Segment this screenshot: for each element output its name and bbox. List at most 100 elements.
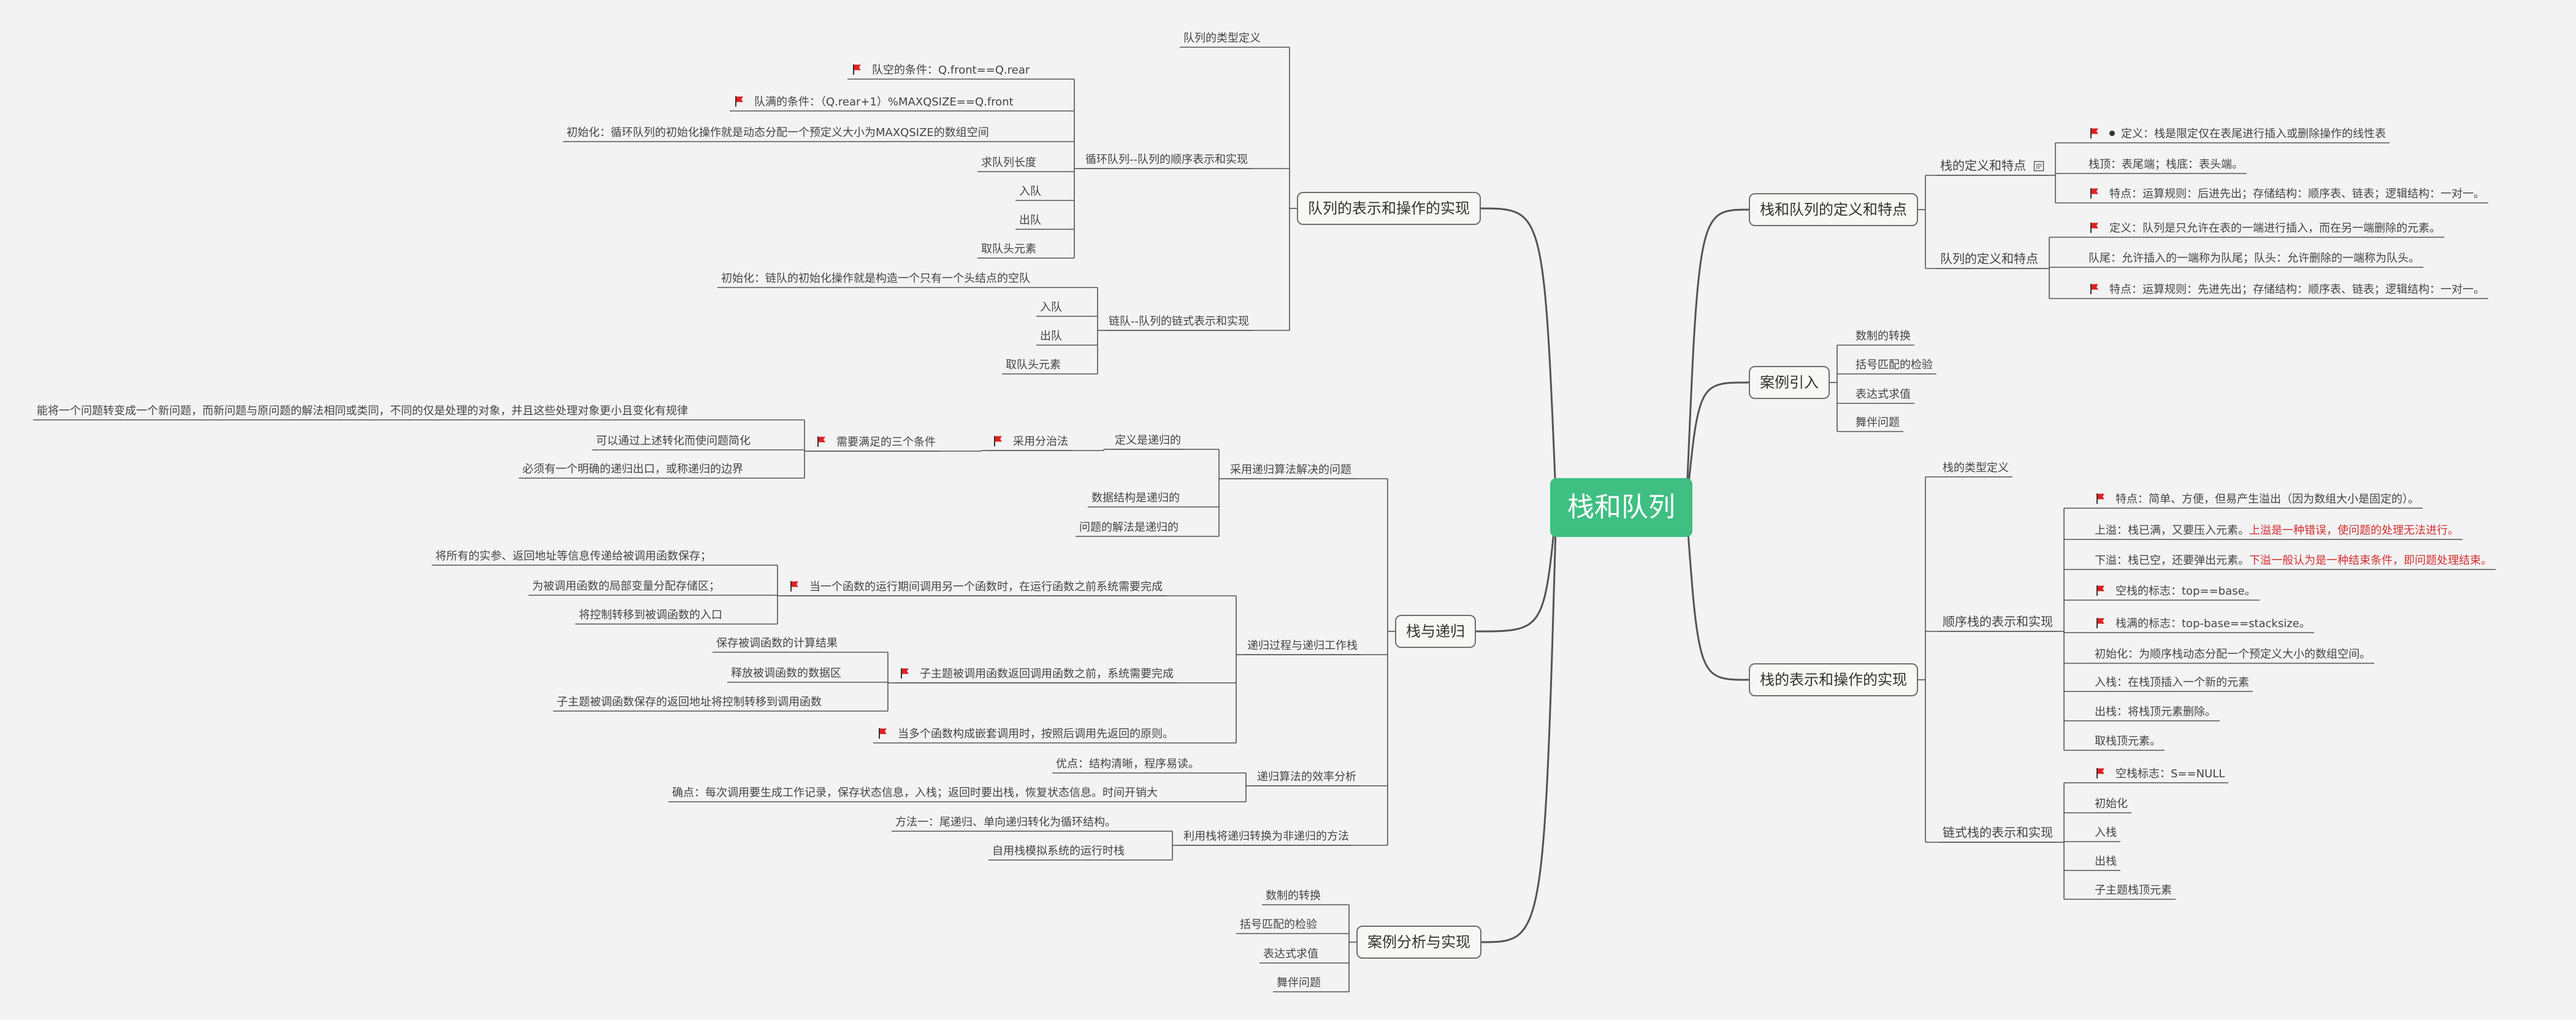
leaf-call-step[interactable]: 将控制转移到被调函数的入口 bbox=[579, 609, 722, 622]
leaf-linked-queue-init[interactable]: 初始化：链队的初始化操作就是构造一个只有一个头结点的空队 bbox=[721, 272, 1030, 285]
node-sequential-stack[interactable]: 顺序栈的表示和实现 bbox=[1943, 614, 2053, 629]
leaf-case-item[interactable]: 数制的转换 bbox=[1856, 330, 1911, 343]
node-recursion-work-stack[interactable]: 递归过程与递归工作栈 bbox=[1247, 639, 1358, 652]
red-flag-icon bbox=[790, 581, 798, 592]
leaf-queue-head[interactable]: 取队头元素 bbox=[981, 243, 1036, 256]
node-divide-and-conquer[interactable]: 采用分治法 bbox=[988, 433, 1072, 449]
leaf-efficiency-disadvantage[interactable]: 确点：每次调用要生成工作记录，保存状态信息，入栈；返回时要出栈，恢复状态信息。时… bbox=[672, 786, 1158, 799]
connector-line bbox=[1685, 507, 1749, 681]
leaf-return-step[interactable]: 子主题被调函数保存的返回地址将控制转移到调用函数 bbox=[557, 696, 822, 709]
node-call-steps[interactable]: 当一个函数的运行期间调用另一个函数时，在运行函数之前系统需要完成 bbox=[785, 578, 1166, 595]
red-flag-icon bbox=[2090, 284, 2098, 294]
leaf-condition[interactable]: 可以通过上述转化而使问题简化 bbox=[596, 435, 751, 447]
connector-line bbox=[1475, 507, 1557, 633]
leaf-case-item[interactable]: 括号匹配的检验 bbox=[1856, 359, 1933, 371]
leaf-queue-feature[interactable]: 特点：运算规则：先进先出；存储结构：顺序表、链表；逻辑结构：一对一。 bbox=[2085, 281, 2488, 297]
leaf-conversion-method[interactable]: 自用栈模拟系统的运行时栈 bbox=[992, 845, 1125, 858]
leaf-circular-queue-init[interactable]: 初始化：循环队列的初始化操作就是动态分配一个预定义大小为MAXQSIZE的数组空… bbox=[567, 126, 989, 139]
topic-case-analysis[interactable]: 案例分析与实现 bbox=[1356, 926, 1481, 959]
leaf-seq-stack-overflow[interactable]: 上溢：栈已满，又要压入元素。上溢是一种错误，使问题的处理无法进行。 bbox=[2095, 524, 2459, 537]
leaf-call-step[interactable]: 将所有的实参、返回地址等信息传递给被调用函数保存； bbox=[435, 550, 711, 563]
leaf-linked-stack-push[interactable]: 入栈 bbox=[2095, 826, 2117, 839]
node-recursive-definition[interactable]: 定义是递归的 bbox=[1115, 434, 1181, 447]
leaf-seq-stack-push[interactable]: 入栈：在栈顶插入一个新的元素 bbox=[2095, 676, 2249, 689]
connector-line bbox=[1481, 507, 1557, 943]
leaf-condition[interactable]: 能将一个问题转变成一个新问题，而新问题与原问题的解法相同或类同，不同的仅是处理的… bbox=[37, 405, 688, 417]
red-flag-icon bbox=[817, 436, 825, 447]
connector-line bbox=[1480, 207, 1557, 508]
topic-stack-implementation[interactable]: 栈的表示和操作的实现 bbox=[1749, 663, 1918, 696]
leaf-seq-stack-full[interactable]: 栈满的标志：top-base==stacksize。 bbox=[2091, 615, 2314, 631]
leaf-efficiency-advantage[interactable]: 优点：结构清晰，程序易读。 bbox=[1056, 758, 1199, 771]
leaf-return-step[interactable]: 保存被调函数的计算结果 bbox=[716, 637, 838, 650]
leaf-queue-full-condition[interactable]: 队满的条件：（Q.rear+1）%MAXQSIZE==Q.front bbox=[730, 93, 1017, 110]
topic-queue-implementation[interactable]: 队列的表示和操作的实现 bbox=[1297, 192, 1481, 225]
root-topic[interactable]: 栈和队列 bbox=[1550, 478, 1692, 537]
node-stack-type-definition[interactable]: 栈的类型定义 bbox=[1943, 462, 2009, 474]
red-flag-icon bbox=[994, 436, 1002, 446]
leaf-stack-feature[interactable]: 特点：运算规则：后进先出；存储结构：顺序表、链表；逻辑结构：一对一。 bbox=[2085, 185, 2488, 202]
leaf-conversion-method[interactable]: 方法一：尾递归、单向递归转化为循环结构。 bbox=[895, 816, 1116, 829]
leaf-stack-top-bottom[interactable]: 栈顶：表尾端；栈底：表头端。 bbox=[2089, 158, 2243, 171]
leaf-recursive-solution[interactable]: 问题的解法是递归的 bbox=[1079, 521, 1179, 534]
leaf-analysis-item[interactable]: 表达式求值 bbox=[1263, 948, 1318, 961]
red-flag-icon bbox=[2096, 768, 2104, 778]
node-recursion-to-iteration[interactable]: 利用栈将递归转换为非递归的方法 bbox=[1183, 830, 1349, 843]
leaf-queue-length[interactable]: 求队列长度 bbox=[981, 156, 1036, 169]
leaf-queue-head-tail[interactable]: 队尾：允许插入的一端称为队尾；队头：允许删除的一端称为队头。 bbox=[2089, 252, 2420, 265]
node-stack-definition[interactable]: 栈的定义和特点 bbox=[1936, 157, 2048, 174]
leaf-case-item[interactable]: 舞伴问题 bbox=[1856, 416, 1900, 429]
note-icon bbox=[2033, 161, 2044, 172]
leaf-linked-stack-pop[interactable]: 出栈 bbox=[2095, 855, 2117, 868]
topic-stack-and-recursion[interactable]: 栈与递归 bbox=[1395, 615, 1476, 648]
red-flag-icon bbox=[2090, 128, 2098, 139]
leaf-analysis-item[interactable]: 括号匹配的检验 bbox=[1240, 918, 1317, 931]
leaf-queue-definition[interactable]: 定义：队列是只允许在表的一端进行插入，而在另一端删除的元素。 bbox=[2085, 219, 2444, 236]
leaf-nested-call-rule[interactable]: 当多个函数构成嵌套调用时，按照后调用先返回的原则。 bbox=[873, 725, 1177, 742]
leaf-queue-empty-condition[interactable]: 队空的条件：Q.front==Q.rear bbox=[847, 61, 1033, 78]
leaf-linked-stack-top[interactable]: 子主题栈顶元素 bbox=[2095, 884, 2172, 897]
leaf-linked-enqueue[interactable]: 入队 bbox=[1040, 301, 1062, 314]
leaf-seq-stack-pop[interactable]: 出栈：将栈顶元素删除。 bbox=[2095, 706, 2216, 718]
red-flag-icon bbox=[853, 64, 861, 75]
leaf-call-step[interactable]: 为被调用函数的局部变量分配存储区； bbox=[532, 580, 720, 593]
leaf-stack-definition[interactable]: 定义：栈是限定仅在表尾进行插入或删除操作的线性表 bbox=[2085, 125, 2390, 142]
leaf-dequeue[interactable]: 出队 bbox=[1019, 214, 1041, 227]
leaf-return-step[interactable]: 释放被调函数的数据区 bbox=[731, 667, 841, 680]
node-linked-stack[interactable]: 链式栈的表示和实现 bbox=[1943, 825, 2053, 840]
red-flag-icon bbox=[2096, 618, 2104, 628]
leaf-recursive-data-structure[interactable]: 数据结构是递归的 bbox=[1091, 492, 1180, 504]
red-flag-icon bbox=[901, 668, 909, 679]
leaf-case-item[interactable]: 表达式求值 bbox=[1856, 388, 1911, 401]
connector-line bbox=[1685, 381, 1749, 508]
leaf-seq-stack-init[interactable]: 初始化：为顺序栈动态分配一个预定义大小的数组空间。 bbox=[2095, 648, 2371, 661]
red-flag-icon bbox=[2096, 493, 2104, 504]
node-efficiency-analysis[interactable]: 递归算法的效率分析 bbox=[1257, 771, 1356, 783]
node-circular-queue[interactable]: 循环队列--队列的顺序表示和实现 bbox=[1085, 153, 1248, 166]
leaf-condition[interactable]: 必须有一个明确的递归出口，或称递归的边界 bbox=[522, 463, 743, 476]
node-three-conditions[interactable]: 需要满足的三个条件 bbox=[812, 433, 939, 450]
red-flag-icon bbox=[2090, 188, 2098, 199]
node-queue-definition[interactable]: 队列的定义和特点 bbox=[1940, 251, 2038, 266]
node-linked-queue[interactable]: 链队--队列的链式表示和实现 bbox=[1109, 315, 1249, 328]
red-flag-icon bbox=[879, 728, 887, 739]
node-queue-type-definition[interactable]: 队列的类型定义 bbox=[1183, 32, 1261, 45]
leaf-enqueue[interactable]: 入队 bbox=[1019, 185, 1041, 198]
node-return-steps[interactable]: 子主题被调用函数返回调用函数之前，系统需要完成 bbox=[895, 665, 1177, 682]
leaf-seq-stack-empty[interactable]: 空栈的标志：top==base。 bbox=[2091, 582, 2260, 599]
red-flag-icon bbox=[2096, 585, 2104, 596]
leaf-analysis-item[interactable]: 数制的转换 bbox=[1266, 889, 1321, 902]
leaf-seq-stack-top[interactable]: 取栈顶元素。 bbox=[2095, 735, 2161, 748]
leaf-analysis-item[interactable]: 舞伴问题 bbox=[1277, 976, 1321, 989]
leaf-linked-stack-empty[interactable]: 空栈标志：S==NULL bbox=[2091, 765, 2228, 782]
leaf-linked-stack-init[interactable]: 初始化 bbox=[2095, 797, 2128, 810]
leaf-linked-queue-head[interactable]: 取队头元素 bbox=[1006, 359, 1061, 371]
bullet-dot bbox=[2109, 131, 2115, 136]
leaf-seq-stack-underflow[interactable]: 下溢：栈已空，还要弹出元素。下溢一般认为是一种结束条件，即问题处理结束。 bbox=[2095, 554, 2492, 567]
node-recursive-problems[interactable]: 采用递归算法解决的问题 bbox=[1230, 463, 1351, 476]
topic-stack-queue-definition[interactable]: 栈和队列的定义和特点 bbox=[1749, 193, 1918, 226]
leaf-seq-stack-feature[interactable]: 特点：简单、方便，但易产生溢出（因为数组大小是固定的）。 bbox=[2091, 490, 2423, 507]
topic-case-intro[interactable]: 案例引入 bbox=[1749, 366, 1830, 399]
leaf-linked-dequeue[interactable]: 出队 bbox=[1040, 330, 1062, 343]
red-flag-icon bbox=[2090, 223, 2098, 233]
